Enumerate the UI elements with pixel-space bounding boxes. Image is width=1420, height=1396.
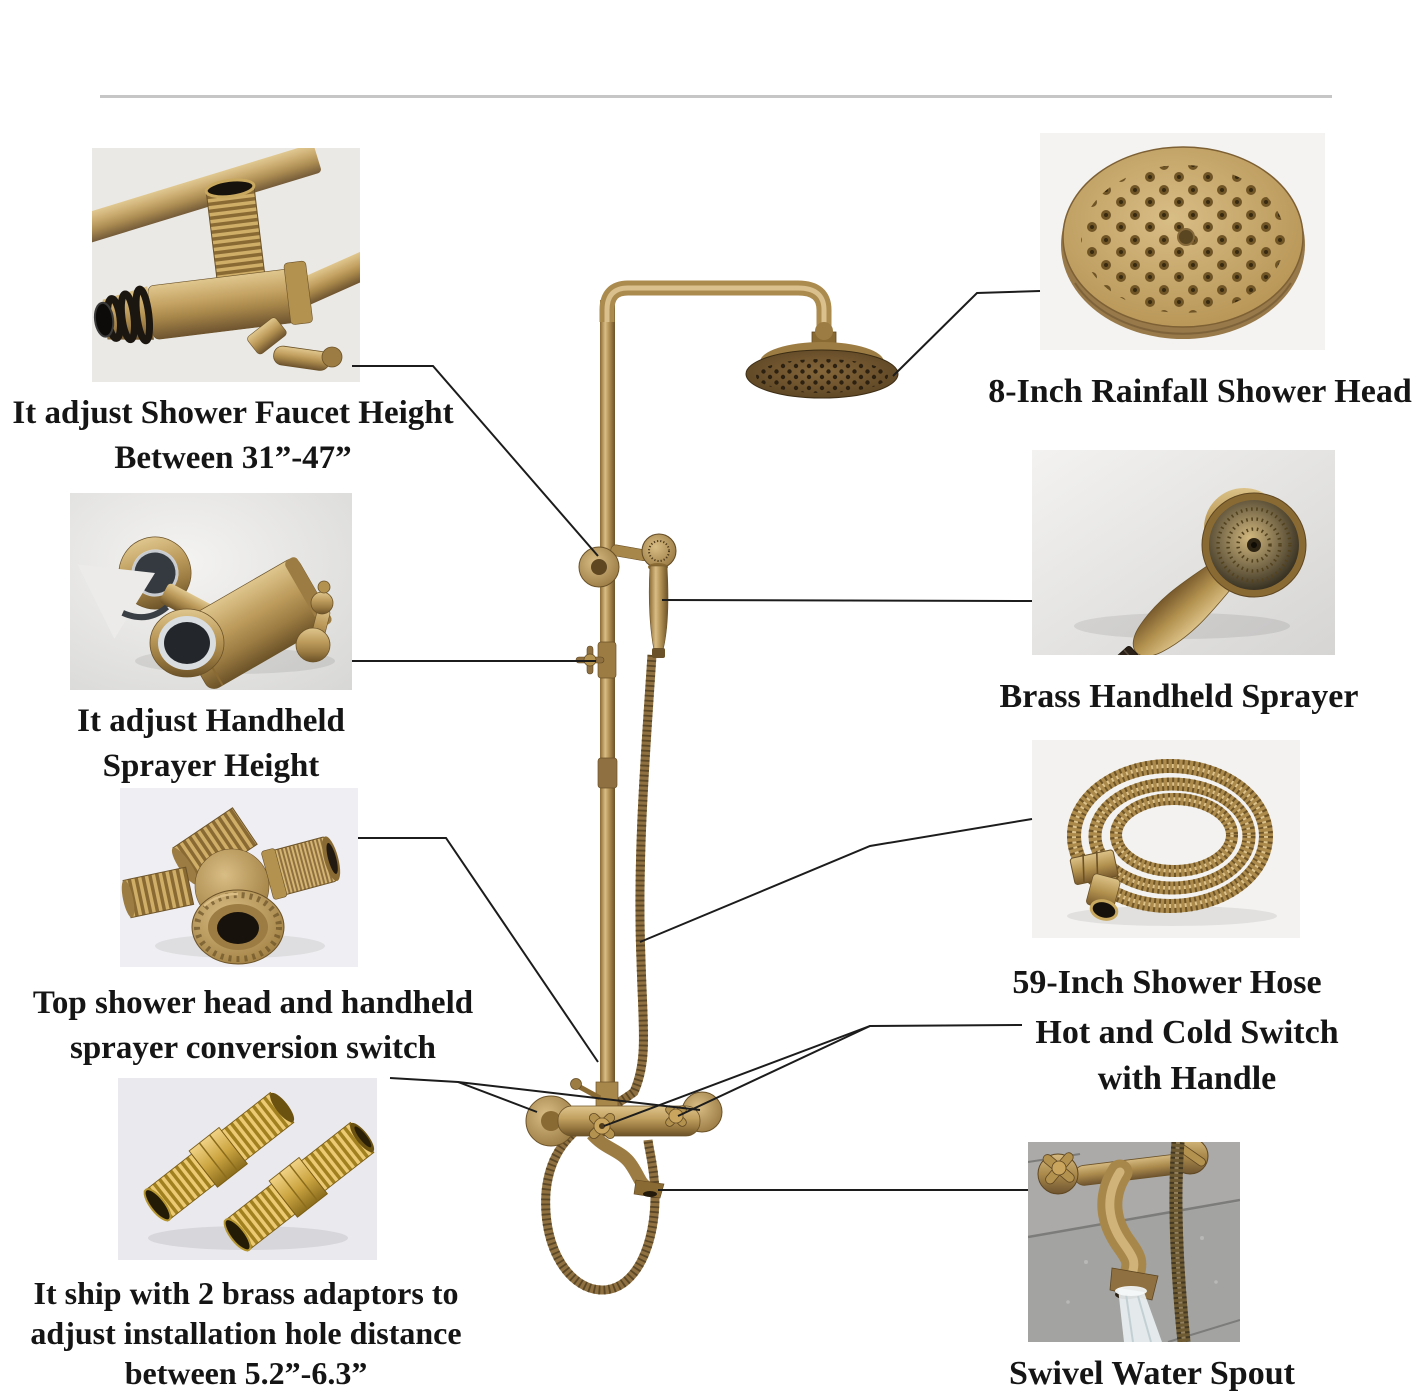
callout-lines [352, 290, 1041, 1191]
three-way-diverter-illustration [120, 788, 358, 967]
slide-bracket [578, 544, 649, 588]
callout-line-hose [639, 818, 1033, 943]
swivel-water-spout-illustration [1028, 1142, 1240, 1342]
rainfall-shower-head-illustration [1040, 133, 1325, 350]
shower-riser-pipe [597, 280, 832, 1110]
cross-handle-right [665, 1105, 687, 1127]
tub-spout [587, 1129, 665, 1199]
three-way-diverter-photo [120, 788, 358, 967]
handheld-sprayer-holder-photo [70, 493, 352, 690]
coiled-shower-hose-photo [1032, 740, 1300, 938]
caption-line: Hot and Cold Switch [1035, 1014, 1339, 1051]
callout-line-faucet-height [352, 365, 599, 557]
callout-line-shower-head [892, 290, 1041, 377]
caption-line: It adjust Handheld [77, 703, 345, 739]
rainfall-shower-head-photo [1040, 133, 1325, 350]
caption-line: Sprayer Height [102, 748, 320, 784]
caption-adaptors: It ship with 2 brass adaptors to adjust … [5, 1273, 487, 1393]
two-brass-adaptors-photo [118, 1078, 377, 1260]
brass-handheld-sprayer-illustration [1032, 450, 1335, 655]
two-brass-adaptors-illustration [118, 1078, 377, 1260]
caption-line: 59-Inch Shower Hose [1012, 964, 1322, 1001]
cross-handle-left [588, 1112, 616, 1140]
caption-line: Top shower head and handheld [32, 985, 474, 1021]
caption-line: sprayer conversion switch [69, 1030, 437, 1066]
handheld-sprayer [641, 533, 677, 658]
caption-line: between 5.2”-6.3” [124, 1355, 368, 1391]
swivel-water-spout-photo [1028, 1142, 1240, 1342]
caption-line: Between 31”-47” [114, 440, 352, 476]
caption-line: with Handle [1097, 1060, 1277, 1097]
callout-line-conversion-switch [358, 837, 599, 1063]
rainfall-shower-head [745, 322, 899, 399]
riser-height-adjuster-illustration [92, 148, 360, 382]
caption-line: 8-Inch Rainfall Shower Head [988, 373, 1412, 410]
caption-line: adjust installation hole distance [30, 1315, 462, 1351]
caption-line: Brass Handheld Sprayer [999, 678, 1359, 715]
caption-line: It adjust Shower Faucet Height [12, 395, 454, 431]
caption-handheld-holder: It adjust Handheld Sprayer Height [21, 699, 401, 789]
caption-hot-cold-switch: Hot and Cold Switch with Handle [1026, 1010, 1348, 1102]
caption-sprayer: Brass Handheld Sprayer [998, 674, 1360, 719]
callout-line-sprayer [661, 599, 1033, 602]
valve-assembly [525, 1078, 723, 1199]
top-divider-line [100, 95, 1332, 98]
coiled-shower-hose-illustration [1032, 740, 1300, 938]
caption-conversion-switch: Top shower head and handheld sprayer con… [7, 981, 499, 1071]
caption-line: Swivel Water Spout [1009, 1355, 1295, 1392]
caption-line: It ship with 2 brass adaptors to [33, 1275, 459, 1311]
riser-height-adjuster-photo [92, 148, 360, 382]
caption-faucet-height: It adjust Shower Faucet Height Between 3… [0, 391, 466, 481]
brass-handheld-sprayer-photo [1032, 450, 1335, 655]
caption-shower-head: 8-Inch Rainfall Shower Head [980, 369, 1420, 414]
callout-line-hotcold-right [677, 1025, 871, 1117]
caption-hose: 59-Inch Shower Hose [1002, 960, 1332, 1005]
handheld-sprayer-holder-illustration [70, 493, 352, 690]
caption-swivel-spout: Swivel Water Spout [1001, 1351, 1303, 1396]
